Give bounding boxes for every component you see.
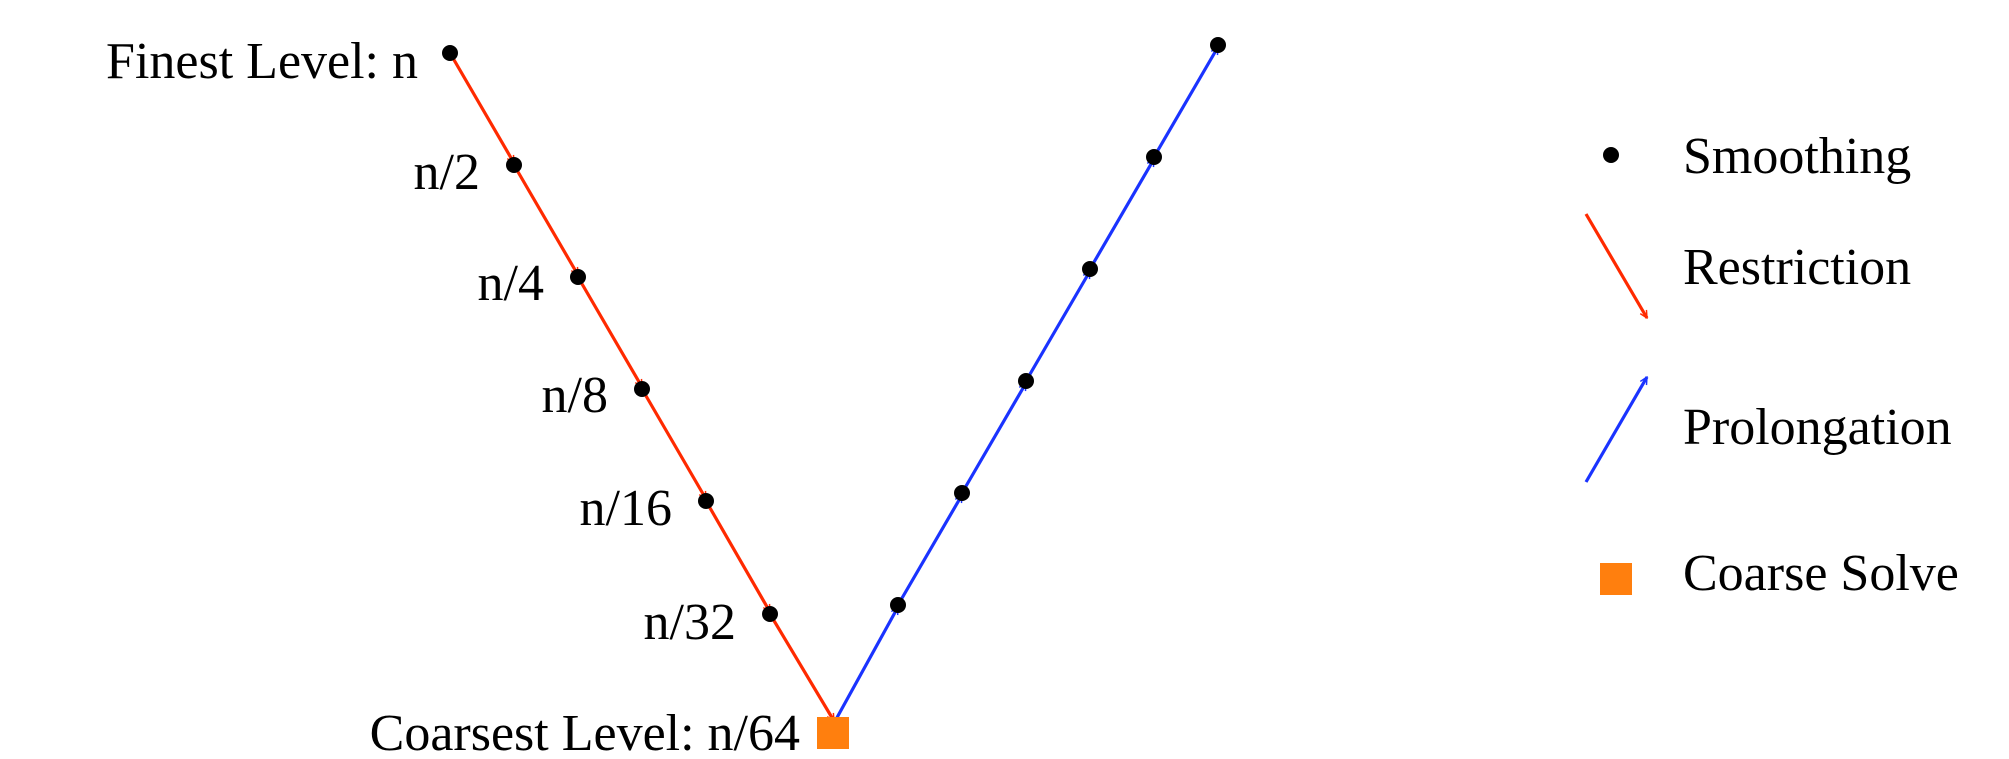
- restriction-arrow: [512, 164, 580, 275]
- prolongation-arrow: [1152, 47, 1220, 158]
- restriction-legend-icon: [1584, 213, 1649, 318]
- smoothing-point: [442, 45, 458, 61]
- prolongation-arrow: [960, 383, 1028, 494]
- restriction-arrow: [768, 613, 836, 721]
- level-label: n/16: [580, 480, 672, 537]
- smoothing-legend-icon: [1603, 147, 1619, 163]
- prolongation-arrow: [832, 607, 900, 724]
- prolongation-arrow: [1024, 271, 1092, 382]
- restriction-arrow: [448, 52, 516, 163]
- coarse-solve-legend-icon: [1600, 563, 1632, 595]
- smoothing-point: [1210, 37, 1226, 53]
- smoothing-point: [1018, 373, 1034, 389]
- level-label: Coarsest Level: n/64: [370, 705, 800, 759]
- restriction-arrow: [704, 500, 772, 612]
- smoothing-point: [890, 597, 906, 613]
- level-label: n/2: [414, 144, 480, 201]
- prolongation-arrow: [1088, 159, 1156, 270]
- restriction-legend-label: Restriction: [1683, 239, 1911, 296]
- legend: Smoothing Restriction Prolongation Coars…: [1584, 128, 1959, 602]
- prolongation-legend-icon: [1584, 377, 1649, 483]
- smoothing-points: [442, 37, 1226, 749]
- coarse-solve-legend-label: Coarse Solve: [1683, 545, 1959, 602]
- smoothing-point: [506, 157, 522, 173]
- level-label: n/8: [542, 367, 608, 424]
- smoothing-point: [1082, 261, 1098, 277]
- restriction-arrows: [448, 52, 836, 721]
- smoothing-point: [954, 485, 970, 501]
- level-label: n/4: [478, 255, 544, 312]
- level-label: Finest Level: n: [106, 33, 418, 90]
- prolongation-arrows: [832, 47, 1220, 724]
- smoothing-point: [762, 606, 778, 622]
- smoothing-point: [634, 381, 650, 397]
- smoothing-legend-label: Smoothing: [1683, 128, 1911, 185]
- smoothing-point: [1146, 149, 1162, 165]
- smoothing-point: [698, 493, 714, 509]
- coarse-solve-point: [817, 717, 849, 749]
- prolongation-arrow: [896, 495, 964, 606]
- prolongation-legend-label: Prolongation: [1683, 399, 1952, 456]
- smoothing-point: [570, 269, 586, 285]
- restriction-arrow: [640, 388, 708, 499]
- level-labels: Finest Level: n n/2 n/4 n/8 n/16 n/32Coarsest…: [106, 33, 800, 759]
- level-label: n/32: [644, 594, 736, 651]
- restriction-arrow: [576, 276, 644, 387]
